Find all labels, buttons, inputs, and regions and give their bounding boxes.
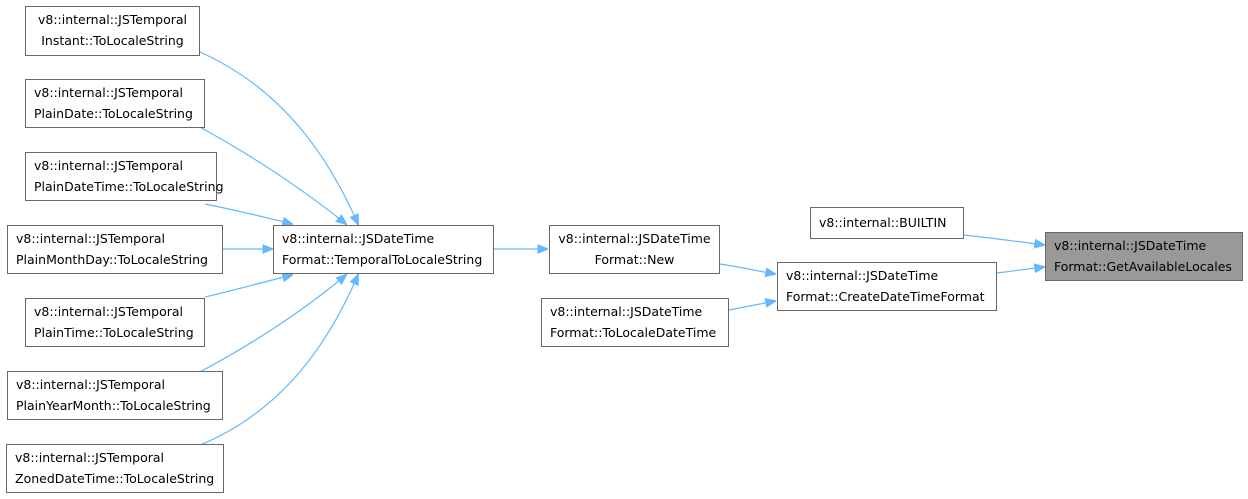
node-line: Instant::ToLocaleString — [41, 33, 184, 48]
node-format-new[interactable]: v8::internal::JSDateTime Format::New — [549, 225, 720, 274]
edge-plainyearmonth-to-temporal — [197, 275, 346, 374]
node-line: PlainDate::ToLocaleString — [34, 106, 193, 121]
node-line: Format::TemporalToLocaleString — [282, 252, 483, 267]
edge-instant-to-temporal — [199, 51, 358, 224]
node-createdatetimeformat[interactable]: v8::internal::JSDateTime Format::CreateD… — [777, 262, 997, 311]
node-instant-tolocalestring[interactable]: v8::internal::JSTemporal Instant::ToLoca… — [25, 6, 200, 56]
node-line: v8::internal::BUILTIN — [819, 215, 947, 230]
node-line: v8::internal::JSTemporal — [34, 158, 184, 173]
edge-tolocaledatetime-to-create — [728, 301, 775, 311]
edge-new-to-create — [719, 263, 775, 274]
node-line: Format::CreateDateTimeFormat — [786, 289, 985, 304]
node-line: v8::internal::JSTemporal — [34, 304, 184, 319]
node-line: v8::internal::JSDateTime — [1054, 238, 1207, 253]
node-line: ZonedDateTime::ToLocaleString — [15, 471, 215, 486]
edge-create-to-available — [996, 267, 1044, 274]
node-plainyearmonth-tolocalestring[interactable]: v8::internal::JSTemporal PlainYearMonth:… — [7, 371, 223, 420]
node-line: v8::internal::JSTemporal — [34, 85, 184, 100]
node-plainmonthday-tolocalestring[interactable]: v8::internal::JSTemporal PlainMonthDay::… — [7, 225, 223, 274]
node-line: Format::ToLocaleDateTime — [550, 325, 717, 340]
edge-builtin-to-available — [963, 234, 1044, 245]
node-line: v8::internal::JSTemporal — [15, 450, 165, 465]
node-plaindatetime-tolocalestring[interactable]: v8::internal::JSTemporal PlainDateTime::… — [25, 152, 224, 201]
node-line: v8::internal::JSTemporal — [37, 12, 187, 27]
edge-plaindatetime-to-temporal — [204, 203, 292, 224]
node-tolocaledatetime[interactable]: v8::internal::JSDateTime Format::ToLocal… — [541, 298, 729, 347]
node-line: Format::New — [594, 252, 675, 267]
node-line: PlainTime::ToLocaleString — [34, 325, 194, 340]
node-plaintime-tolocalestring[interactable]: v8::internal::JSTemporal PlainTime::ToLo… — [25, 298, 205, 347]
node-line: v8::internal::JSTemporal — [16, 377, 166, 392]
node-line: PlainYearMonth::ToLocaleString — [16, 398, 211, 413]
node-plaindate-tolocalestring[interactable]: v8::internal::JSTemporal PlainDate::ToLo… — [25, 79, 205, 128]
node-line: v8::internal::JSDateTime — [282, 231, 435, 246]
node-line: v8::internal::JSDateTime — [558, 231, 711, 246]
node-line: v8::internal::JSTemporal — [16, 231, 166, 246]
edge-zoneddatetime-to-temporal — [199, 275, 358, 446]
node-line: PlainDateTime::ToLocaleString — [34, 179, 224, 194]
edge-plaintime-to-temporal — [204, 275, 292, 298]
node-line: v8::internal::JSDateTime — [786, 268, 939, 283]
node-line: PlainMonthDay::ToLocaleString — [16, 252, 208, 267]
edge-plaindate-to-temporal — [197, 125, 346, 224]
node-zoneddatetime-tolocalestring[interactable]: v8::internal::JSTemporal ZonedDateTime::… — [6, 444, 224, 493]
node-builtin[interactable]: v8::internal::BUILTIN — [810, 207, 964, 239]
node-getavailablelocales: v8::internal::JSDateTime Format::GetAvai… — [1045, 232, 1243, 281]
node-line: v8::internal::JSDateTime — [550, 304, 703, 319]
node-line: Format::GetAvailableLocales — [1054, 259, 1232, 274]
node-temporaltolocalestring[interactable]: v8::internal::JSDateTime Format::Tempora… — [273, 225, 494, 274]
